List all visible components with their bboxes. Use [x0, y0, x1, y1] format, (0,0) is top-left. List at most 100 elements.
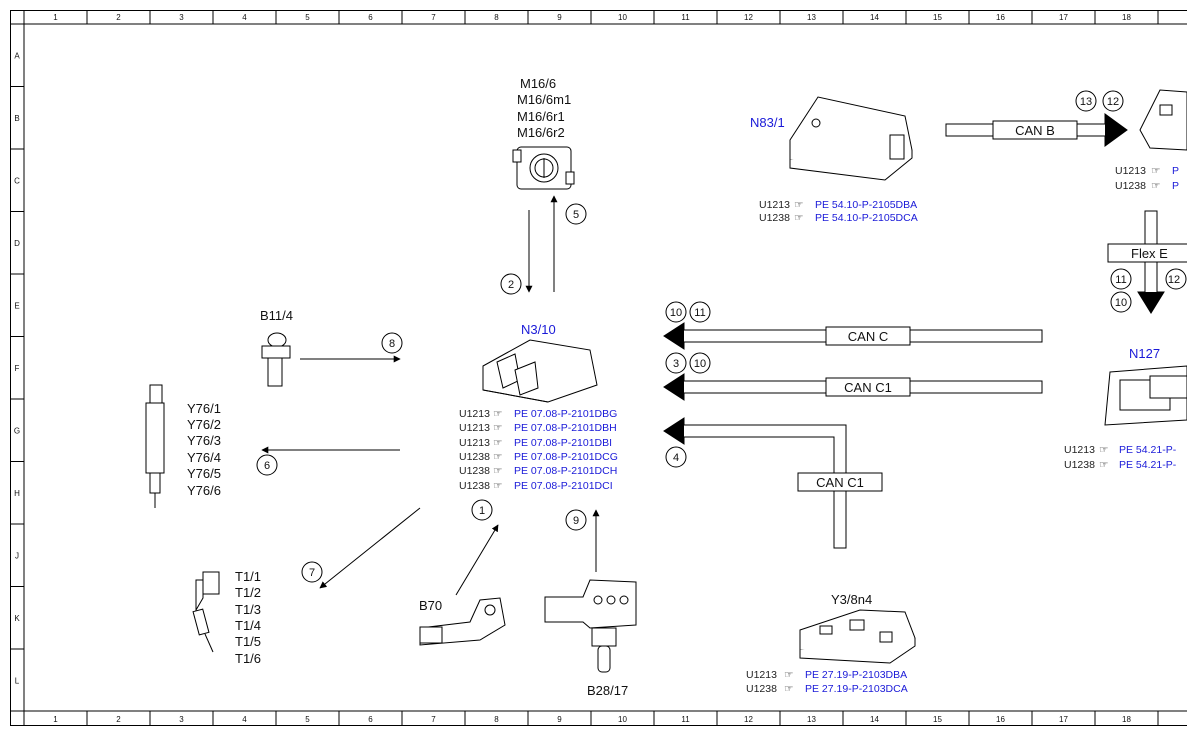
n83-ref-link-1: PE 54.10-P-2105DBA: [815, 199, 917, 211]
grid-column-label: 10: [618, 13, 627, 22]
grid-column-label: 15: [933, 13, 942, 22]
grid-column-label: 13: [807, 715, 816, 724]
svg-text:U1213: U1213: [746, 669, 777, 681]
throttle-actuator-icon: [512, 146, 575, 190]
flex-e-bus: Flex E: [1107, 210, 1187, 314]
temperature-sensor-icon: [261, 332, 291, 387]
svg-text:T1/5: T1/5: [235, 634, 261, 649]
grid-column-label: 5: [305, 13, 310, 22]
can-c-label: CAN C: [848, 329, 888, 344]
svg-text:PE 07.08-P-2101DCI: PE 07.08-P-2101DCI: [514, 480, 613, 492]
circle-11-can-c: 11: [689, 301, 711, 323]
circle-1: 1: [471, 499, 493, 521]
grid-column-label: 12: [744, 13, 753, 22]
b114-label: B11/4: [260, 308, 293, 323]
svg-text:PE 27.19-P-2103DCA: PE 27.19-P-2103DCA: [805, 683, 908, 695]
circle-6: 6: [256, 454, 278, 476]
grid-column-label: 11: [681, 13, 690, 22]
grid-row-label: H: [14, 489, 20, 498]
circle-10-can-c: 10: [665, 301, 687, 323]
hand-pointer-icon: ☞: [1151, 180, 1160, 192]
m16-label-2: M16/6m1: [517, 92, 571, 107]
grid-row-label: E: [14, 301, 19, 310]
y3-label: Y3/8n4: [831, 592, 872, 607]
grid-column-label: 5: [305, 715, 310, 724]
svg-text:Y76/6: Y76/6: [187, 483, 221, 498]
grid-column-label: 7: [431, 715, 436, 724]
svg-text:10: 10: [670, 307, 682, 319]
grid-column-label: 7: [431, 13, 436, 22]
svg-text:PE 54.21-P-: PE 54.21-P-: [1119, 444, 1177, 456]
svg-text:PE 07.08-P-2101DBI: PE 07.08-P-2101DBI: [514, 437, 612, 449]
hand-pointer-icon: ☞: [493, 480, 502, 492]
hand-pointer-icon: ☞: [493, 437, 502, 449]
svg-text:9: 9: [573, 515, 579, 527]
can-c1-label-lower: CAN C1: [816, 475, 864, 490]
svg-text:8: 8: [389, 338, 395, 350]
svg-text:Y76/1: Y76/1: [187, 401, 221, 416]
svg-text:12: 12: [1168, 274, 1180, 286]
circle-13: 13: [1075, 90, 1097, 112]
svg-text:U1238: U1238: [459, 465, 490, 477]
svg-text:12: 12: [1107, 96, 1119, 108]
flex-e-label: Flex E: [1131, 246, 1168, 261]
pressure-sensor-icon: [544, 579, 637, 673]
grid-row-label: G: [14, 426, 20, 435]
m16-label-4: M16/6r2: [517, 125, 565, 140]
hand-pointer-icon: ☞: [493, 422, 502, 434]
svg-text:U1238: U1238: [459, 480, 490, 492]
b70-label: B70: [419, 598, 442, 613]
circle-7: 7: [301, 561, 323, 583]
svg-text:U1238: U1238: [1064, 459, 1095, 471]
svg-text:Y76/4: Y76/4: [187, 450, 221, 465]
n310-control-unit-icon: [482, 339, 598, 403]
grid-row-label: K: [14, 614, 20, 623]
injector-icon: [145, 384, 165, 508]
grid-row-label: D: [14, 239, 20, 248]
arrow-7: [319, 507, 421, 589]
grid-column-label: 3: [179, 715, 184, 724]
n83-label: N83/1: [750, 115, 785, 130]
n83-ref-code-1: U1213: [759, 199, 790, 211]
svg-text:T1/1: T1/1: [235, 569, 261, 584]
grid-column-label: 1: [53, 715, 58, 724]
svg-text:6: 6: [264, 460, 270, 472]
crankshaft-sensor-icon: [419, 597, 506, 646]
grid-row-label: J: [15, 551, 19, 560]
svg-text:P: P: [1172, 165, 1179, 177]
svg-text:T1/6: T1/6: [235, 651, 261, 666]
hand-pointer-icon: ☞: [794, 212, 803, 224]
circle-12-right-clipped: 12: [1165, 268, 1187, 290]
hand-pointer-icon: ☞: [493, 465, 502, 477]
grid-row-label: B: [14, 114, 19, 123]
circle-10-can-c1: 10: [689, 352, 711, 374]
svg-text:5: 5: [573, 209, 579, 221]
svg-text:T1/2: T1/2: [235, 585, 261, 600]
circle-11-right: 11: [1110, 268, 1132, 290]
right-unit-refs: U1213 ☞ P U1238 ☞ P: [1115, 165, 1179, 192]
grid-column-label: 6: [368, 13, 373, 22]
grid-column-label: 17: [1059, 715, 1068, 724]
circle-5: 5: [565, 203, 587, 225]
b2817-label: B28/17: [587, 683, 628, 698]
can-b-label: CAN B: [1015, 123, 1055, 138]
drawing-frame: [10, 10, 1187, 726]
hand-pointer-icon: ☞: [784, 683, 793, 695]
grid-column-label: 9: [557, 715, 562, 724]
n83-ref-code-2: U1238: [759, 212, 790, 224]
svg-text:T1/4: T1/4: [235, 618, 261, 633]
grid-column-label: 10: [618, 715, 627, 724]
svg-text:11: 11: [694, 307, 705, 319]
circle-2: 2: [500, 273, 522, 295]
grid-column-label: 2: [116, 13, 121, 22]
m16-labels: M16/6 M16/6m1 M16/6r1 M16/6r2: [517, 76, 571, 140]
can-c1-bus-upper: CAN C1: [663, 373, 1043, 401]
hand-pointer-icon: ☞: [784, 669, 793, 681]
n83-ref-link-2: PE 54.10-P-2105DCA: [815, 212, 918, 224]
grid-column-label: 11: [681, 715, 690, 724]
circle-8: 8: [381, 332, 403, 354]
